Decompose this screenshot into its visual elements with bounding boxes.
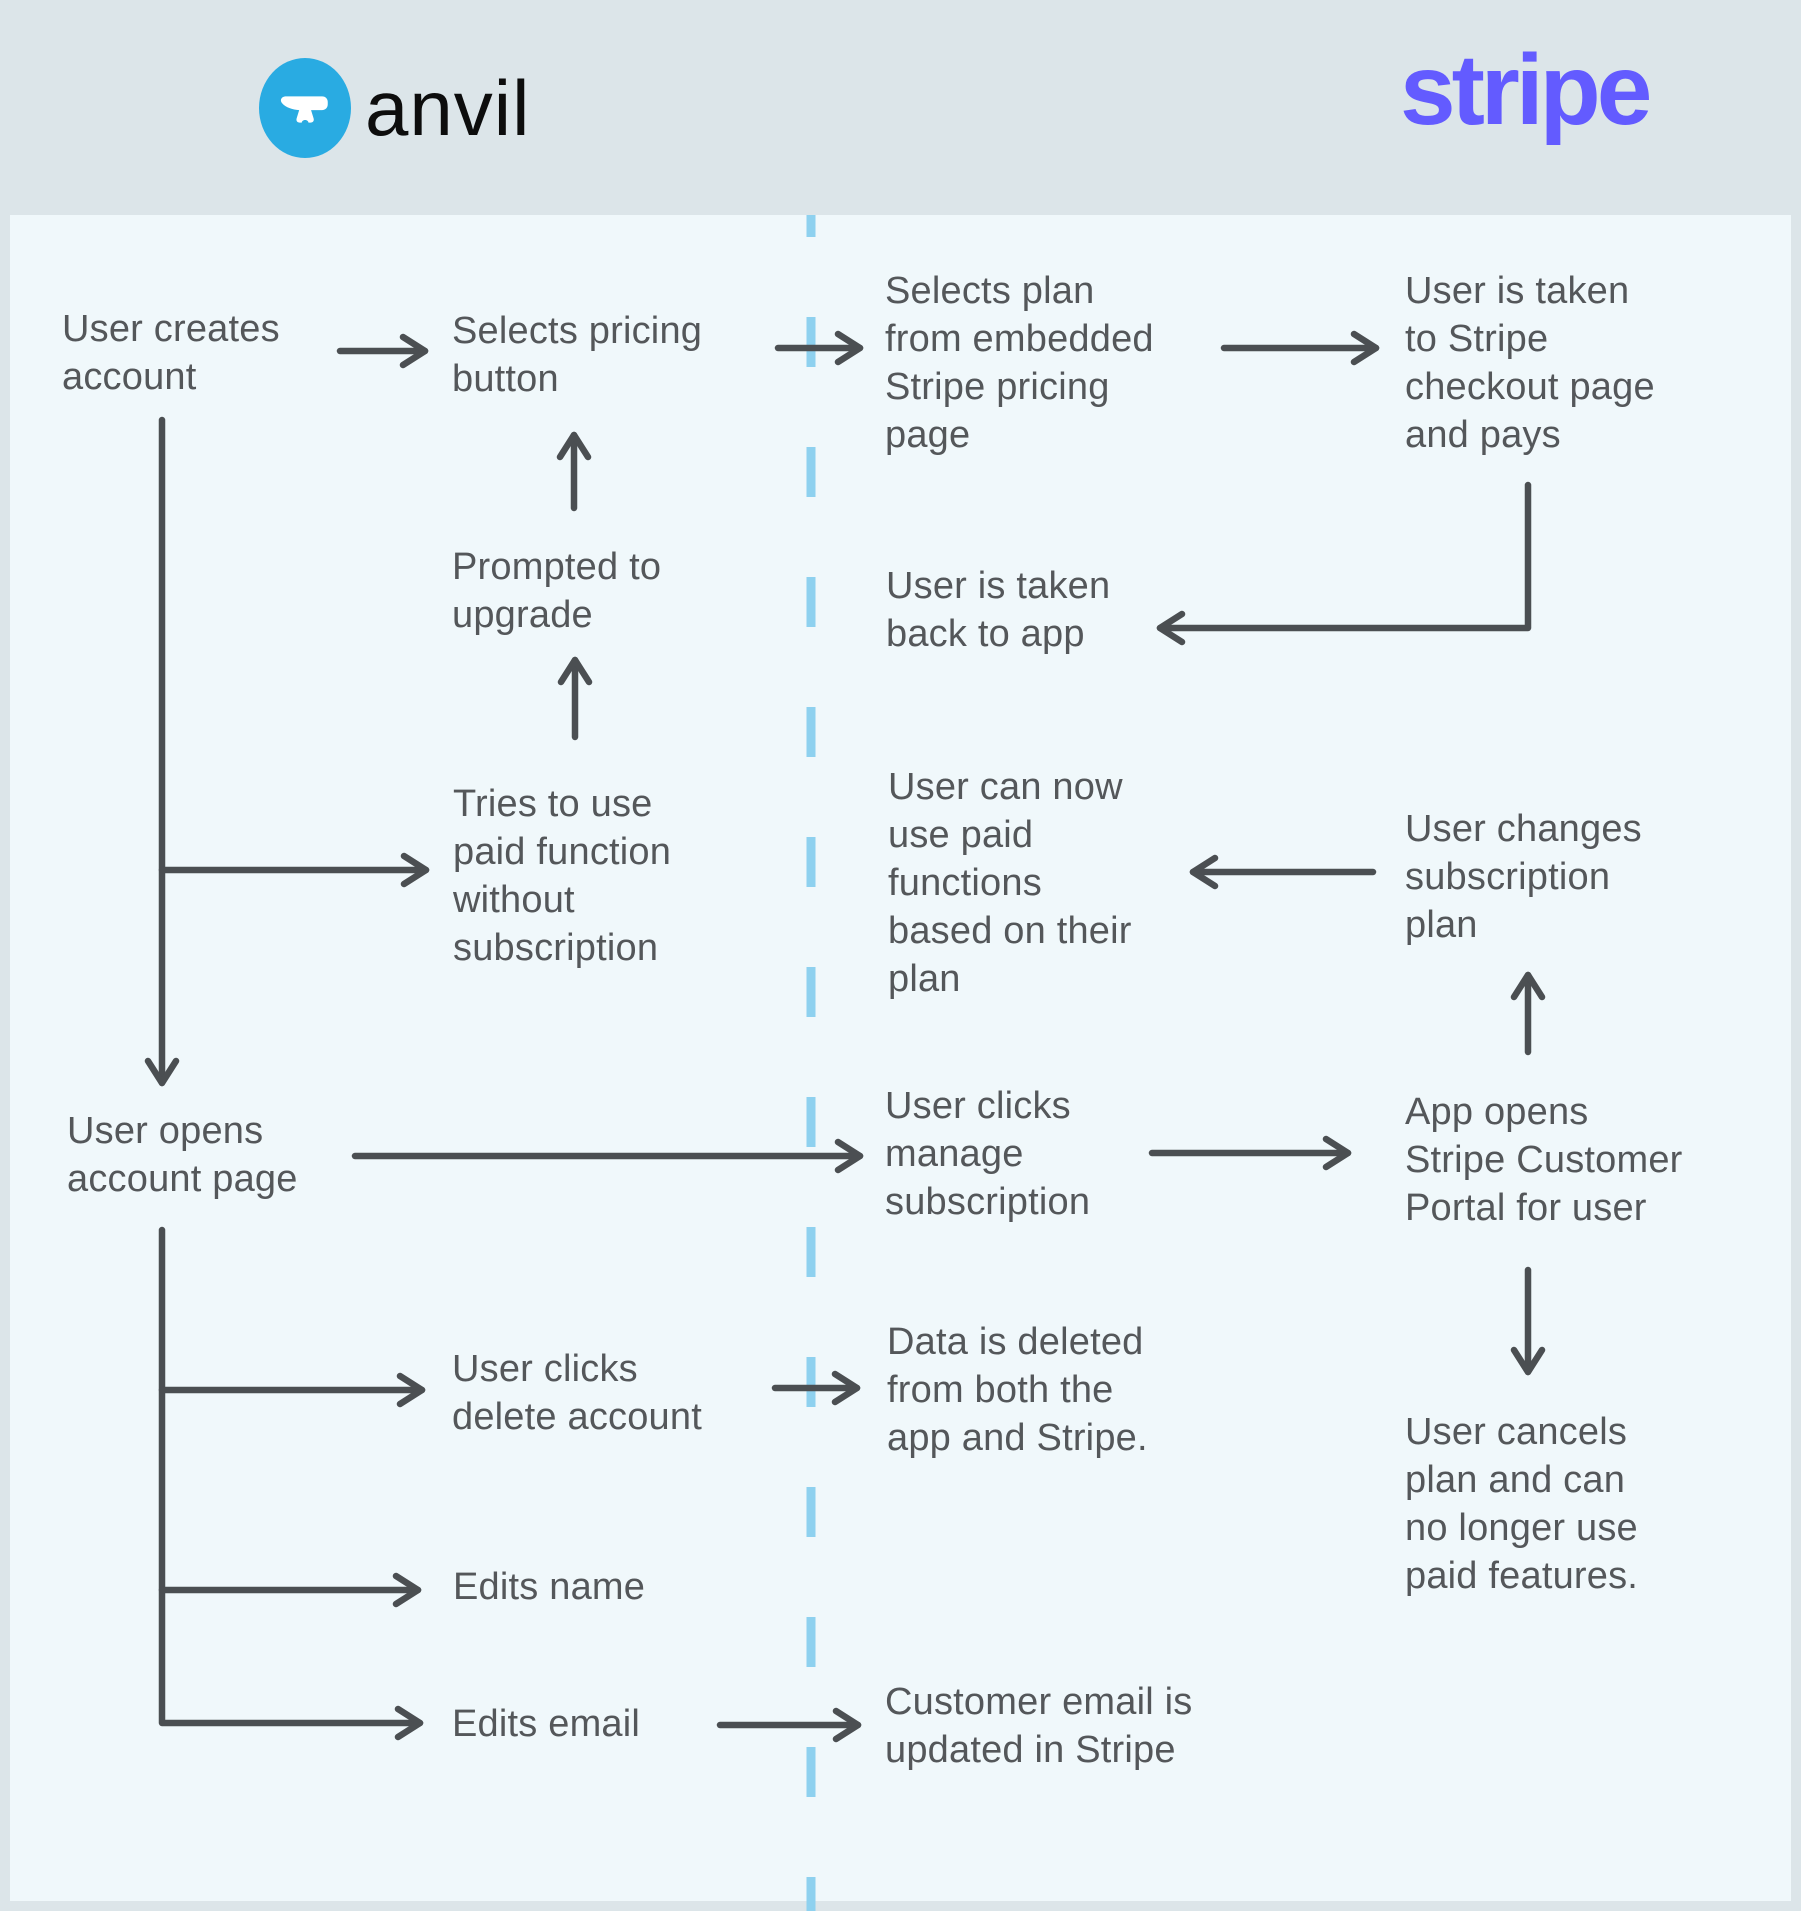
diagram-panel: [10, 215, 1791, 1901]
node-selects-plan: Selects plan from embedded Stripe pricin…: [885, 270, 1154, 456]
node-changes-subscription: User changes subscription plan: [1405, 808, 1642, 946]
node-clicks-delete-account: User clicks delete account: [452, 1348, 702, 1438]
header: anvil stripe: [0, 0, 1801, 215]
node-prompted-to-upgrade: Prompted to upgrade: [452, 546, 662, 636]
node-customer-email-updated: Customer email is updated in Stripe: [885, 1681, 1193, 1771]
node-app-opens-portal: App opens Stripe Customer Portal for use…: [1405, 1091, 1683, 1229]
node-taken-to-checkout: User is taken to Stripe checkout page an…: [1405, 270, 1655, 456]
node-user-creates-account: User creates account: [62, 308, 280, 398]
node-edits-email: Edits email: [452, 1703, 641, 1745]
node-tries-paid-function: Tries to use paid function without subsc…: [453, 783, 672, 969]
node-user-cancels: User cancels plan and can no longer use …: [1405, 1411, 1639, 1597]
node-opens-account-page: User opens account page: [67, 1110, 298, 1200]
stripe-wordmark: stripe: [1400, 34, 1652, 146]
arrow-branch-edits-email: [158, 1226, 424, 1741]
node-selects-pricing-button: Selects pricing button: [452, 310, 703, 400]
anvil-icon: [259, 58, 351, 158]
node-data-deleted: Data is deleted from both the app and St…: [887, 1321, 1148, 1459]
node-can-use-paid-functions: User can now use paid functions based on…: [888, 766, 1132, 1000]
arrow-checkout-back-to-app: [1156, 481, 1532, 646]
node-edits-name: Edits name: [453, 1566, 646, 1608]
node-clicks-manage-subscription: User clicks manage subscription: [885, 1085, 1091, 1223]
node-taken-back-to-app: User is taken back to app: [886, 565, 1111, 655]
anvil-logo: anvil: [259, 58, 530, 158]
anvil-glyph: [280, 96, 328, 123]
anvil-wordmark: anvil: [365, 64, 531, 152]
